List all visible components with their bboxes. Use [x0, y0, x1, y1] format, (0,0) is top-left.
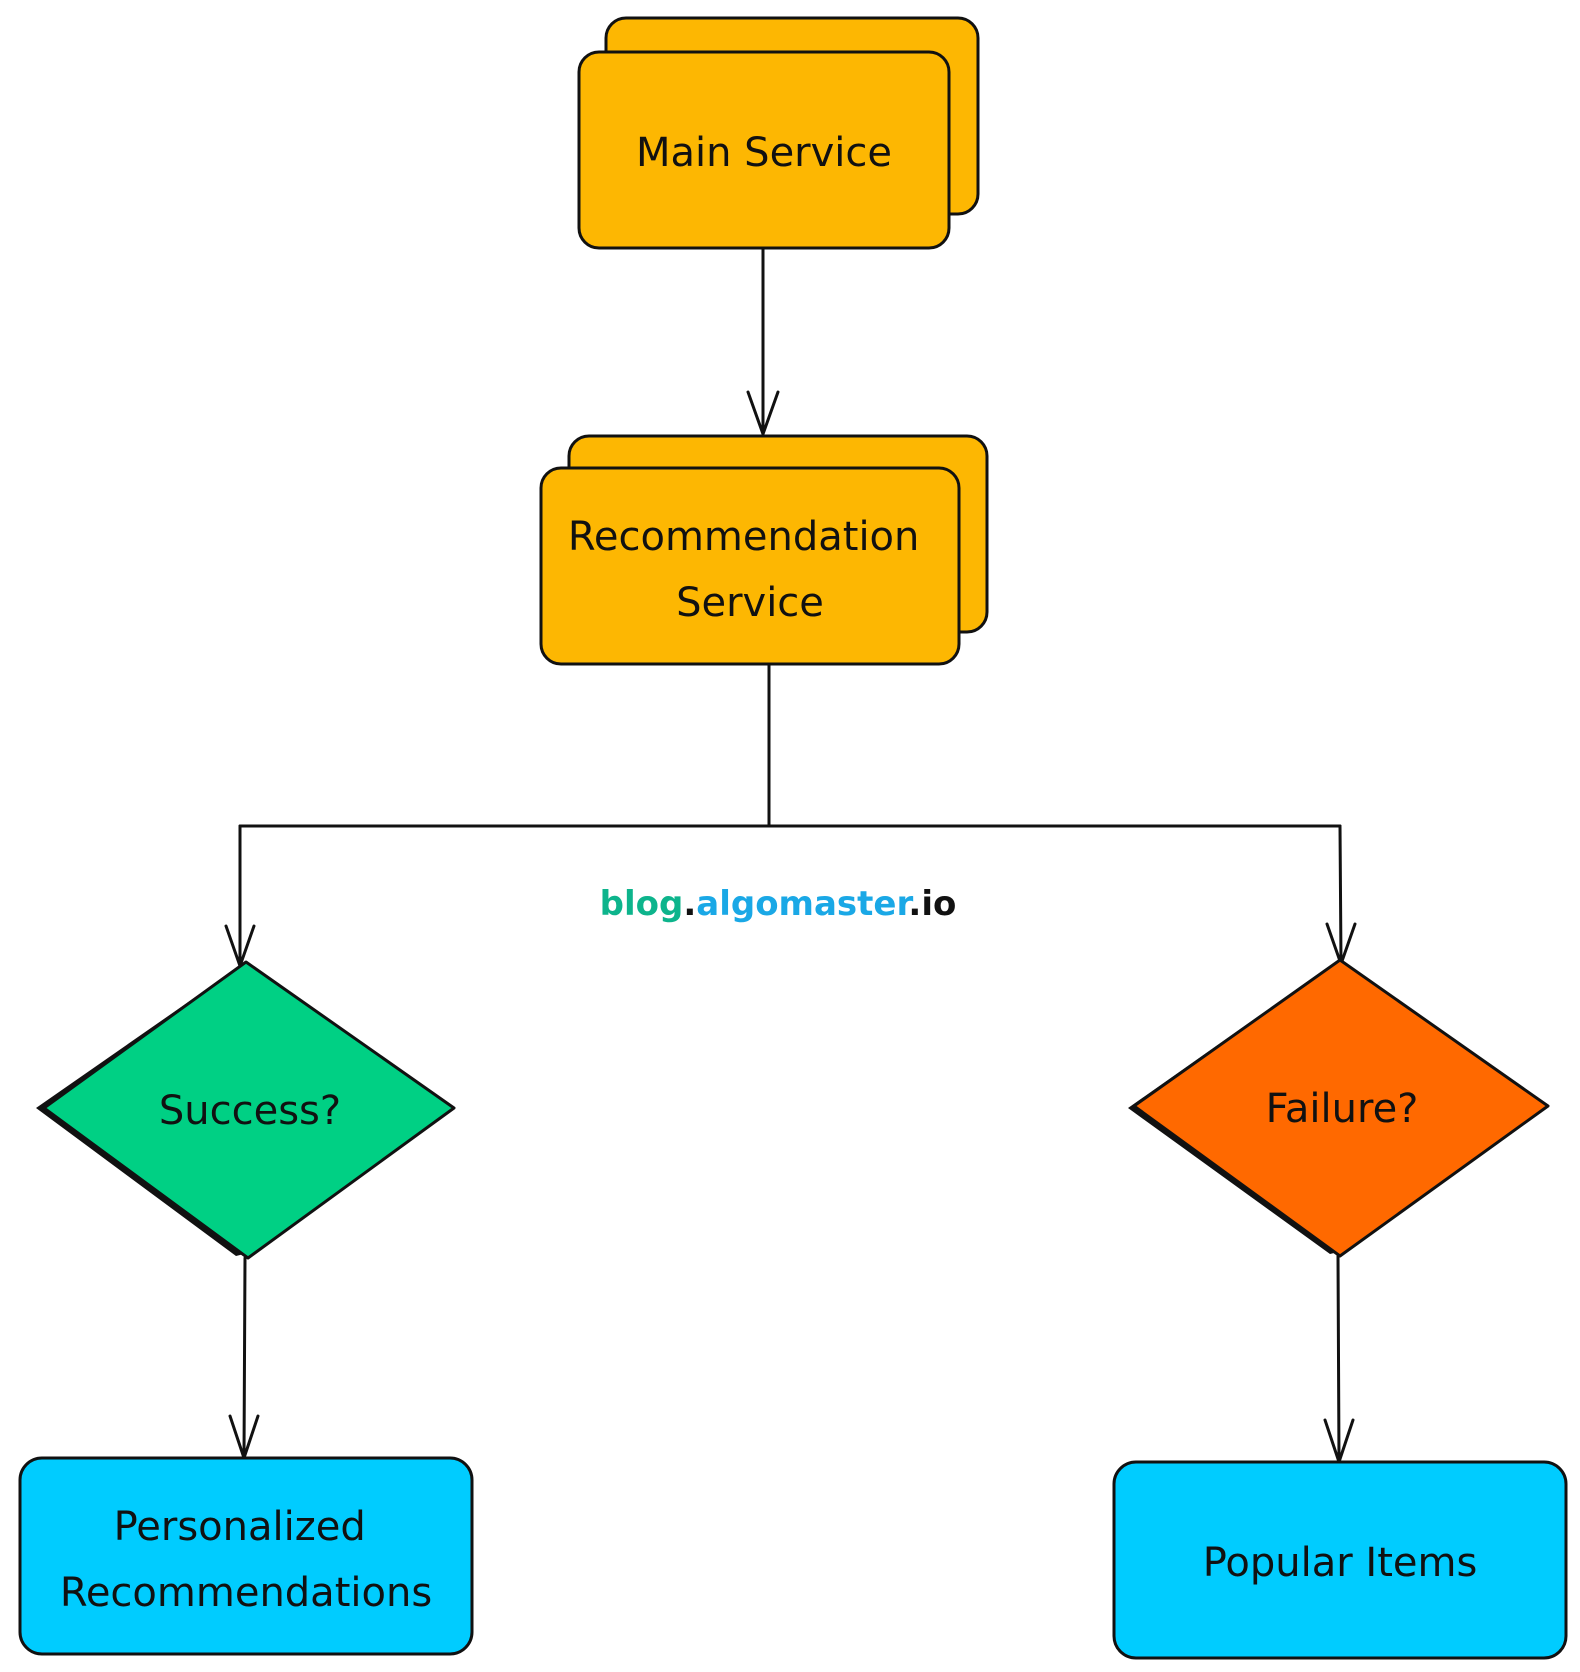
node-failure-label: Failure? — [1266, 1086, 1419, 1132]
node-popular-box — [1112, 1460, 1568, 1660]
edges — [224, 246, 1357, 1467]
edge-recommendation-to-split — [238, 662, 1342, 828]
node-personalized-line-1: Personalized — [114, 1504, 366, 1550]
node-popular-items: Popular Items — [1112, 1460, 1568, 1660]
node-popular-label: Popular Items — [1203, 1540, 1478, 1586]
watermark-part-io: io — [921, 884, 956, 924]
node-recommendation-service-label: Recommendation Service — [568, 514, 932, 626]
edge-split-to-success — [224, 824, 256, 971]
node-success-decision: Success? — [36, 960, 456, 1260]
watermark-part-blog: blog — [600, 884, 684, 924]
edge-split-to-failure — [1325, 824, 1357, 969]
node-success-line-1: Success? — [159, 1088, 341, 1134]
edge-main-to-recommendation — [746, 246, 780, 439]
node-main-service-label: Main Service — [636, 130, 892, 176]
node-personalized-recommendations: Personalized Recommendations — [18, 1456, 474, 1656]
node-main-service-line-1: Main Service — [636, 130, 892, 176]
node-popular-line-1: Popular Items — [1203, 1540, 1478, 1586]
node-recommendation-service: Recommendation Service — [539, 434, 989, 666]
node-personalized-line-2: Recommendations — [60, 1570, 432, 1616]
node-success-label: Success? — [159, 1088, 341, 1134]
node-recommendation-service-line-2: Service — [676, 580, 824, 626]
watermark-text: blog.algomaster.io — [600, 884, 957, 924]
node-personalized-label: Personalized Recommendations — [60, 1504, 432, 1616]
watermark-part-algomaster: algomaster — [696, 884, 913, 924]
node-success-diamond — [42, 960, 456, 1260]
watermark-dot-1: . — [683, 884, 696, 924]
node-failure-diamond — [1132, 958, 1550, 1258]
node-personalized-box — [18, 1456, 474, 1656]
node-failure-decision: Failure? — [1128, 958, 1550, 1258]
node-recommendation-service-front — [539, 466, 961, 666]
node-main-service-front — [577, 50, 951, 250]
edge-success-to-personalized — [228, 1256, 260, 1463]
node-main-service: Main Service — [577, 16, 980, 250]
edge-failure-to-popular — [1323, 1254, 1355, 1467]
node-recommendation-service-line-1: Recommendation — [568, 514, 919, 560]
watermark-dot-2: . — [908, 884, 921, 924]
node-failure-line-1: Failure? — [1266, 1086, 1419, 1132]
